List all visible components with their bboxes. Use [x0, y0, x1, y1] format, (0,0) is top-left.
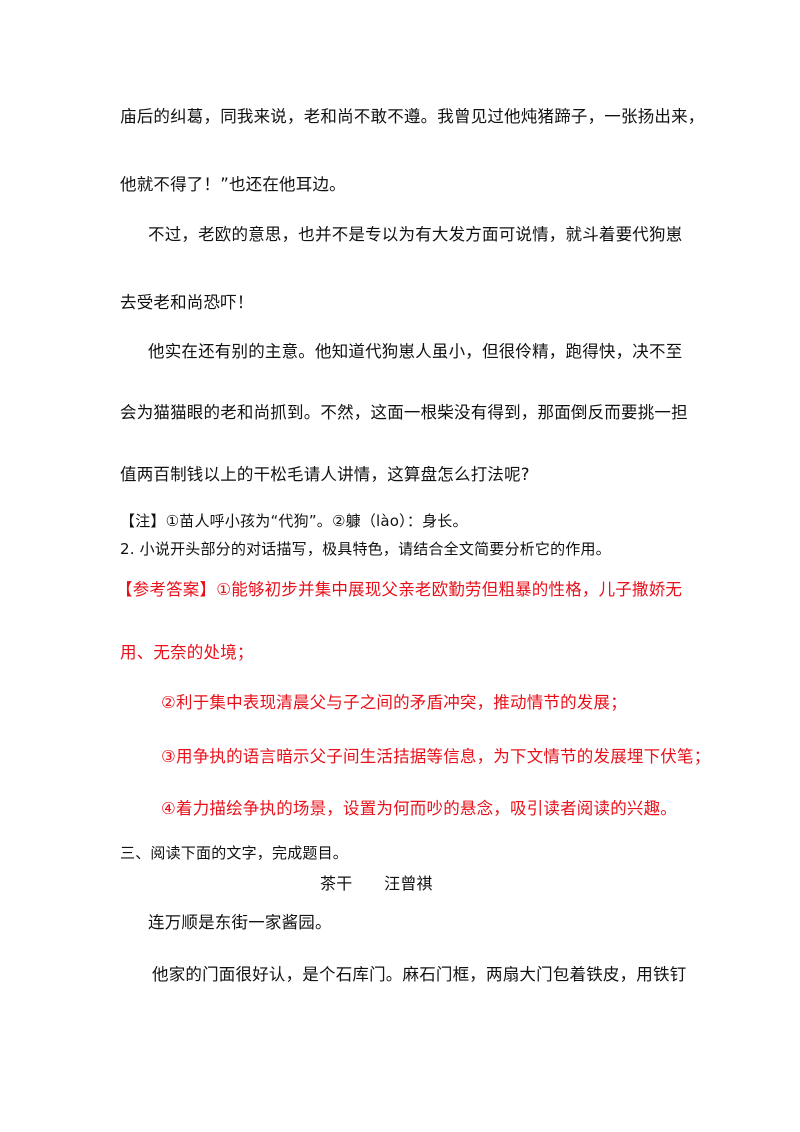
- passage-line: 不过，老欧的意思，也并不是专以为有大发方面可说情，就斗着要代狗崽: [148, 225, 683, 244]
- answer-line: ②利于集中表现清晨父与子之间的矛盾冲突，推动情节的发展；: [161, 693, 627, 712]
- passage-line: 会为猫猫眼的老和尚抓到。不然，这面一根柴没有得到，那面倒反而要挑一担: [120, 403, 688, 422]
- passage-line: 他实在还有别的主意。他知道代狗崽人虽小，但很伶精，跑得快，决不至: [148, 342, 683, 361]
- answer-line: 用、无奈的处境；: [120, 643, 254, 662]
- section-heading: 三、阅读下面的文字，完成题目。: [120, 844, 349, 862]
- passage-line: 去受老和尚恐吓！: [120, 293, 254, 312]
- passage-line: 他就不得了！”也还在他耳边。: [120, 175, 346, 194]
- footnote: 【注】①苗人呼小孩为“代狗”。②躿（lào）：身长。: [120, 512, 468, 530]
- passage-line: 值两百制钱以上的干松毛请人讲情，这算盘怎么打法呢?: [120, 465, 530, 484]
- story-line: 他家的门面很好认，是个石库门。麻石门框，两扇大门包着铁皮，用铁钉: [152, 965, 687, 984]
- answer-line: ④着力描绘争执的场景，设置为何而吵的悬念，吸引读者阅读的兴趣。: [161, 799, 677, 818]
- question-2: 2. 小说开头部分的对话描写，极具特色，请结合全文简要分析它的作用。: [120, 540, 611, 558]
- story-line: 连万顺是东街一家酱园。: [148, 913, 332, 932]
- answer-line: 【参考答案】①能够初步并集中展现父亲老欧勤劳但粗暴的性格，儿子撒娇无: [116, 580, 683, 599]
- answer-line: ③用争执的语言暗示父子间生活拮据等信息，为下文情节的发展埋下伏笔；: [161, 747, 711, 766]
- passage-line: 庙后的纠葛，同我来说，老和尚不敢不遵。我曾见过他炖猪蹄子，一张扬出来，: [120, 107, 705, 126]
- story-title: 茶干 汪曾祺: [320, 874, 433, 893]
